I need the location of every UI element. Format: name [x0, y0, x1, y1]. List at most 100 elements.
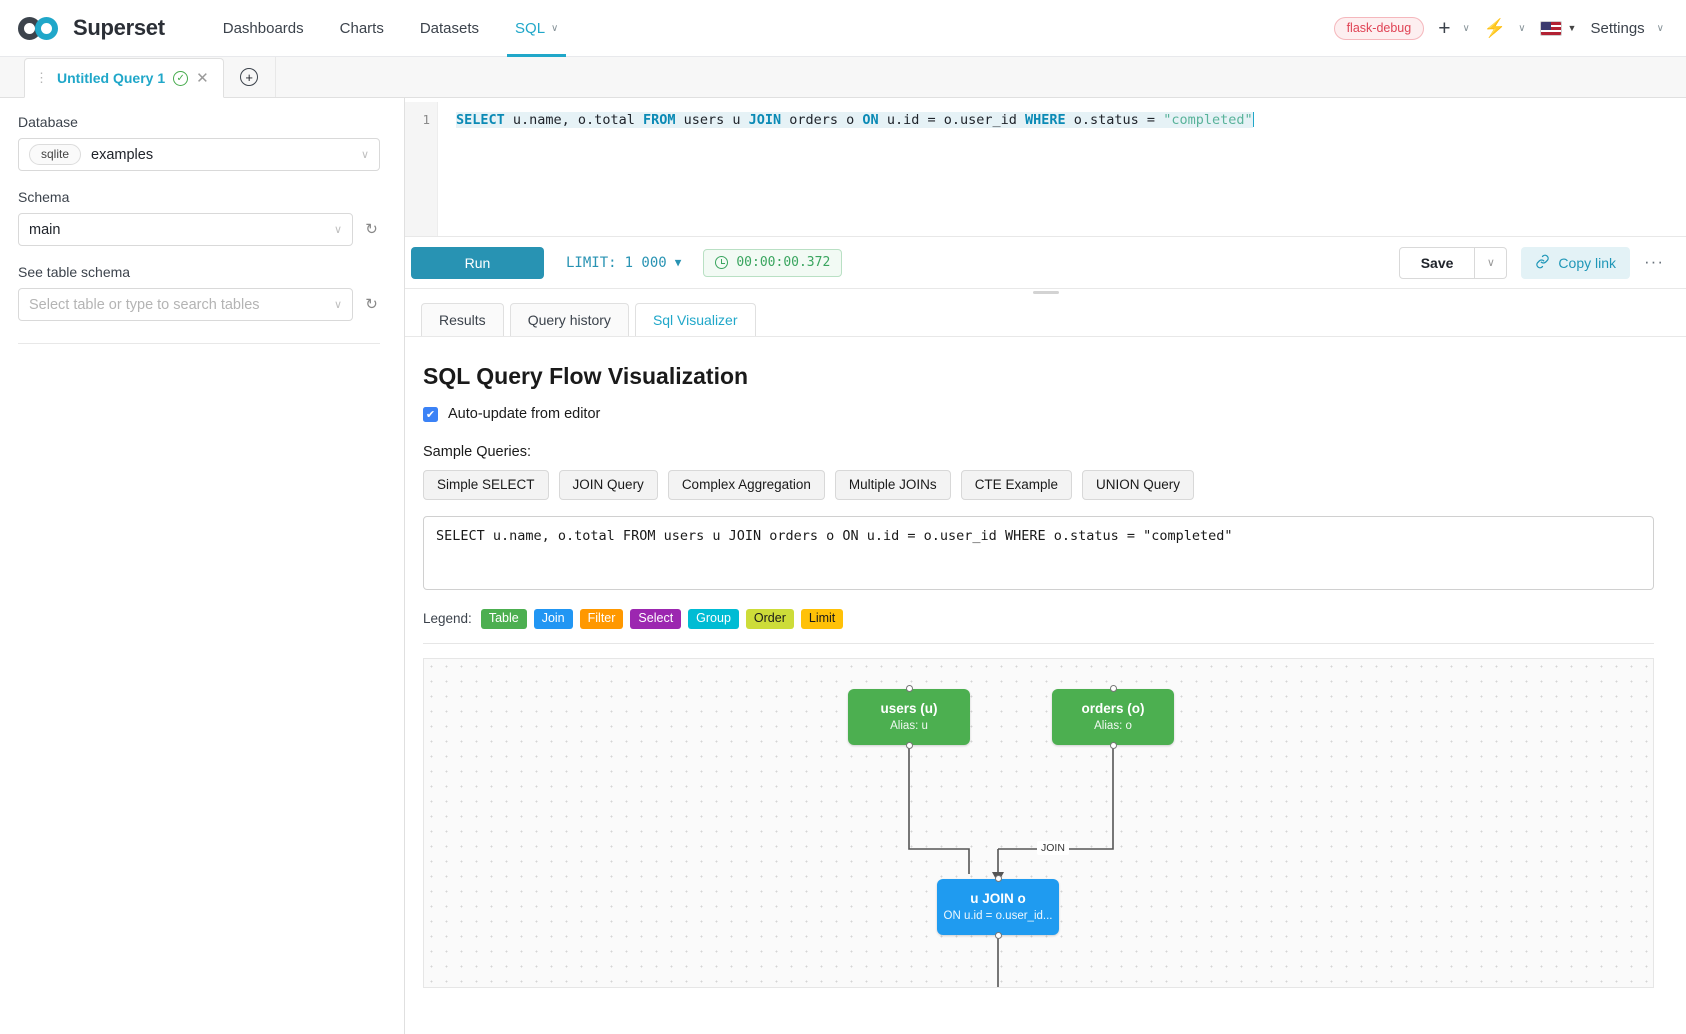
- refresh-schema-icon[interactable]: ↻: [365, 221, 378, 238]
- copy-link-label: Copy link: [1558, 254, 1617, 271]
- chevron-down-icon: ∨: [1462, 22, 1470, 34]
- language-menu[interactable]: ▼: [1539, 20, 1576, 36]
- navbar-right-group: flask-debug + ∨ ⚡ ∨ ▼ Settings ∨: [1333, 16, 1664, 40]
- superset-brand[interactable]: Superset: [18, 15, 165, 41]
- new-query-tab-button[interactable]: +: [223, 57, 276, 97]
- nav-link-charts[interactable]: Charts: [322, 0, 402, 56]
- right-panel: 1 SELECT u.name, o.total FROM users u JO…: [405, 98, 1686, 1034]
- link-icon: [1535, 254, 1550, 272]
- run-button[interactable]: Run: [411, 246, 544, 279]
- table-placeholder: Select table or type to search tables: [29, 296, 260, 313]
- sample-query-multiple-joins[interactable]: Multiple JOINs: [834, 470, 951, 500]
- triangle-down-icon: ▼: [674, 256, 682, 269]
- save-group: Save ∨: [1398, 246, 1508, 279]
- tab-sql-visualizer[interactable]: Sql Visualizer: [634, 303, 756, 337]
- legend-label: Legend:: [423, 611, 472, 627]
- legend-item-filter: Filter: [579, 609, 624, 629]
- drag-handle-icon[interactable]: ⋮: [35, 69, 49, 85]
- chevron-down-icon: ∨: [360, 149, 369, 161]
- table-schema-label: See table schema: [18, 264, 131, 280]
- auto-update-checkbox[interactable]: ✔: [423, 406, 438, 422]
- nav-link-datasets-label: Datasets: [419, 19, 480, 37]
- settings-label: Settings: [1590, 19, 1645, 37]
- database-engine-pill: sqlite: [29, 144, 82, 165]
- sample-query-complex-aggregation[interactable]: Complex Aggregation: [667, 470, 825, 500]
- port-bottom: [1109, 741, 1117, 749]
- limit-dropdown[interactable]: LIMIT: 1 000 ▼: [566, 255, 681, 271]
- text-cursor: [1252, 112, 1254, 127]
- superset-logo-icon: [18, 15, 64, 41]
- chevron-down-icon: ∨: [1656, 22, 1664, 34]
- sample-query-cte-example[interactable]: CTE Example: [960, 470, 1072, 500]
- sample-query-join-query[interactable]: JOIN Query: [558, 470, 658, 500]
- result-tabs-underline: [405, 336, 1686, 337]
- editor-gutter: 1: [405, 102, 438, 236]
- schema-value: main: [29, 221, 61, 238]
- database-select[interactable]: sqlite examples ∨: [18, 138, 380, 171]
- sample-query-simple-select[interactable]: Simple SELECT: [423, 470, 549, 500]
- sql-editor-wrap: 1 SELECT u.name, o.total FROM users u JO…: [405, 98, 1686, 237]
- edge-label-join: JOIN: [1037, 840, 1069, 855]
- left-panel: Database sqlite examples ∨ Schema main ∨…: [0, 98, 405, 1034]
- timer-value: 00:00:00.372: [736, 255, 831, 270]
- sample-query-union-query[interactable]: UNION Query: [1081, 470, 1194, 500]
- sql-editor[interactable]: 1 SELECT u.name, o.total FROM users u JO…: [405, 102, 1686, 236]
- table-row: Select table or type to search tables ∨ …: [18, 288, 380, 321]
- auto-update-row: ✔ Auto-update from editor: [423, 406, 1654, 422]
- save-dropdown-chevron-down-icon[interactable]: ∨: [1475, 246, 1508, 279]
- flow-diagram-canvas[interactable]: JOIN users (u) Alias: u orders (o) Alias…: [423, 657, 1654, 988]
- sql-input-textarea[interactable]: [423, 516, 1654, 590]
- nav-link-dashboards[interactable]: Dashboards: [205, 0, 322, 56]
- new-item-menu[interactable]: + ∨: [1438, 18, 1470, 39]
- toolbar-right-group: Save ∨ Copy link ···: [1398, 246, 1664, 279]
- port-bottom: [994, 931, 1002, 939]
- nav-links: Dashboards Charts Datasets SQL ∨: [205, 0, 577, 57]
- nav-link-datasets[interactable]: Datasets: [402, 0, 497, 56]
- tab-query-history[interactable]: Query history: [509, 303, 629, 337]
- query-tab-untitled-query-1[interactable]: ⋮ Untitled Query 1 ✓ ✕: [24, 58, 224, 98]
- editor-code-line[interactable]: SELECT u.name, o.total FROM users u JOIN…: [456, 112, 1254, 128]
- limit-value: 1 000: [624, 254, 667, 271]
- flow-node-users-title: users (u): [880, 701, 938, 716]
- sql-visualizer-panel: SQL Query Flow Visualization ✔ Auto-upda…: [405, 337, 1686, 1034]
- query-timer: 00:00:00.372: [703, 248, 843, 277]
- flow-node-orders-subtitle: Alias: o: [1094, 720, 1132, 732]
- panel-resize-handle[interactable]: [1032, 291, 1059, 294]
- bolt-menu[interactable]: ⚡ ∨: [1484, 19, 1526, 37]
- schema-select[interactable]: main ∨: [18, 213, 353, 246]
- refresh-tables-icon[interactable]: ↻: [365, 296, 378, 313]
- port-top: [1109, 684, 1117, 692]
- legend-item-limit: Limit: [800, 609, 844, 629]
- table-select[interactable]: Select table or type to search tables ∨: [18, 288, 353, 321]
- plus-icon: +: [1438, 16, 1451, 40]
- port-top: [994, 874, 1002, 882]
- page-title: SQL Query Flow Visualization: [423, 363, 749, 389]
- chevron-down-icon: ∨: [551, 22, 559, 34]
- nav-link-charts-label: Charts: [339, 19, 384, 37]
- flow-node-join[interactable]: u JOIN o ON u.id = o.user_id...: [937, 874, 1059, 939]
- legend-item-select: Select: [630, 609, 682, 629]
- flow-node-orders[interactable]: orders (o) Alias: o: [1052, 684, 1174, 749]
- sample-queries-row: Simple SELECT JOIN Query Complex Aggrega…: [423, 470, 1654, 500]
- copy-link-button[interactable]: Copy link: [1521, 246, 1631, 279]
- settings-menu[interactable]: Settings ∨: [1590, 20, 1664, 37]
- more-options-icon[interactable]: ···: [1644, 252, 1664, 272]
- bolt-icon: ⚡: [1483, 18, 1507, 38]
- auto-update-label: Auto-update from editor: [448, 406, 601, 422]
- legend-item-group: Group: [688, 609, 739, 629]
- save-button[interactable]: Save: [1398, 246, 1476, 279]
- legend: Legend: Table Join Filter Select Group O…: [423, 609, 1654, 629]
- plus-circle-icon: +: [240, 68, 259, 86]
- sample-queries-label: Sample Queries:: [423, 444, 531, 460]
- main-split: Database sqlite examples ∨ Schema main ∨…: [0, 98, 1686, 1034]
- tab-results[interactable]: Results: [421, 303, 504, 337]
- flow-node-orders-title: orders (o): [1081, 701, 1145, 716]
- close-icon[interactable]: ✕: [196, 70, 209, 87]
- database-row: sqlite examples ∨: [18, 138, 380, 171]
- flow-node-users-subtitle: Alias: u: [890, 720, 928, 732]
- nav-link-sql[interactable]: SQL ∨: [497, 0, 576, 57]
- us-flag-icon: [1539, 20, 1562, 36]
- flow-node-users[interactable]: users (u) Alias: u: [848, 684, 970, 749]
- nav-link-sql-label: SQL: [515, 19, 546, 37]
- nav-link-dashboards-label: Dashboards: [222, 19, 304, 37]
